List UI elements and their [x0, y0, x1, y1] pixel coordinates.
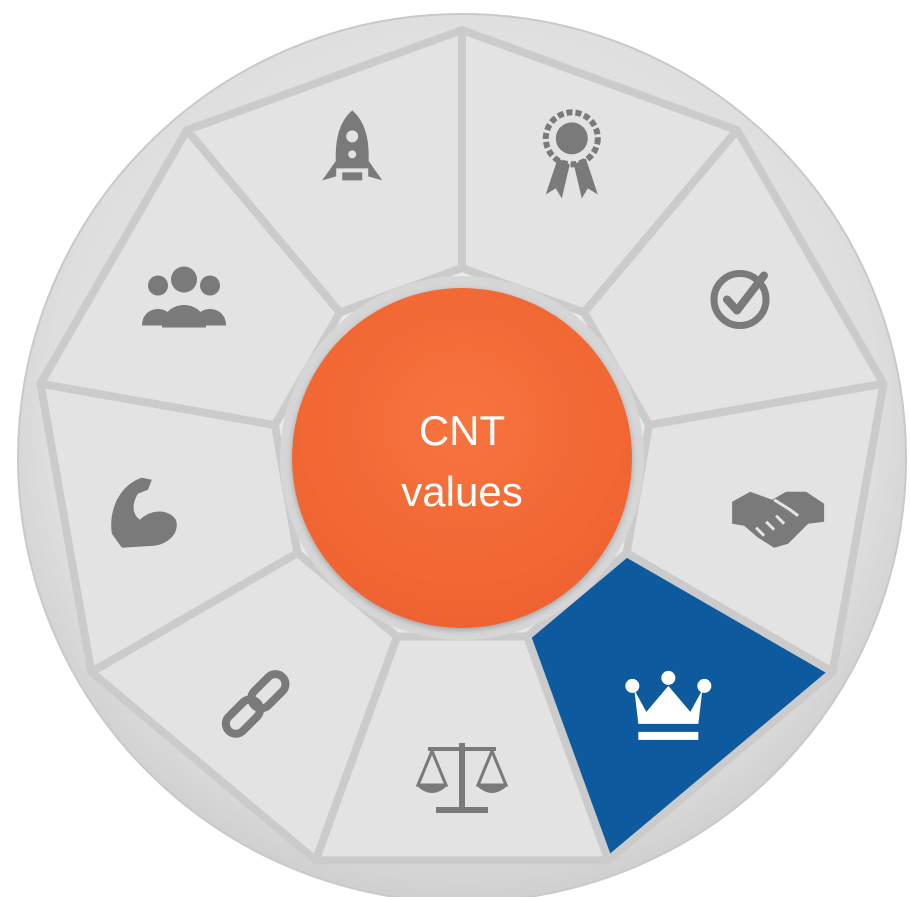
team-people-icon: [142, 266, 227, 328]
center-title-line2: values: [401, 468, 522, 515]
center-hub: [292, 288, 632, 628]
rocket-icon: [322, 110, 383, 181]
award-ribbon-icon: [542, 109, 601, 199]
center-circle: [292, 288, 632, 628]
check-circle-icon: [710, 270, 770, 329]
center-title-line1: CNT: [419, 407, 505, 454]
flexed-arm-icon: [111, 477, 177, 548]
crown-icon: [625, 670, 712, 740]
segments-layer: [36, 26, 888, 865]
chain-link-icon: [221, 670, 290, 738]
handshake-icon: [732, 491, 825, 548]
scales-icon: [415, 743, 509, 813]
